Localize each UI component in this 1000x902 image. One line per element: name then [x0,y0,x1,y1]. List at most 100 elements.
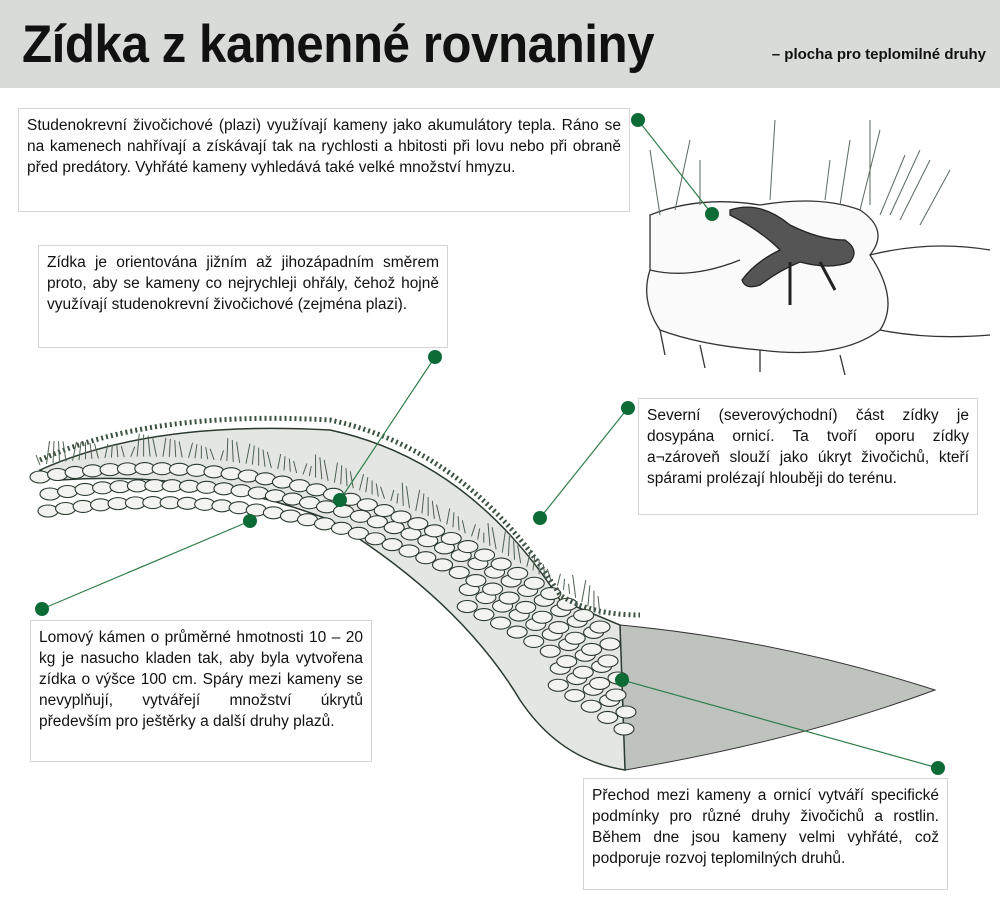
stone-wall-illustration [29,415,937,771]
stone [407,517,429,531]
annotation-stone: Lomový kámen o průměrné hmotnosti 10 – 2… [30,620,372,762]
stone [580,699,602,713]
stone [457,540,479,554]
grass-blade [396,493,399,504]
annotation-north-side: Severní (severovýchodní) část zídky je d… [638,398,978,515]
annotation-orientation: Zídka je orientována jižním až jihozápad… [38,245,448,348]
stone [548,620,570,635]
header-band: Zídka z kamenné rovnaniny – plocha pro t… [0,0,1000,88]
stone-slab-edges [869,245,991,338]
grass-blade [491,527,497,550]
stone-slab-edges [649,259,846,376]
grass-blade [251,445,255,465]
stone [373,504,395,518]
leader-line-north-side [539,407,629,519]
page-subtitle: – plocha pro teplomilné druhy [771,46,986,63]
marker-dot [621,401,635,415]
stone [589,620,611,634]
grass-blade [93,443,99,459]
grass-blade [581,580,587,603]
grass-blade [470,524,476,537]
grass-blade [556,573,561,586]
stone [473,608,495,622]
marker-dot [931,761,945,775]
stone [465,574,487,588]
stone [597,710,619,724]
stone [589,676,611,690]
grass-blade [421,493,425,514]
stone [556,654,578,669]
stone [356,498,378,512]
grass-blade [401,482,404,506]
grass-blade [151,436,157,457]
stone [507,566,529,580]
grass-blade [78,441,82,461]
grass-blade [136,433,140,457]
stone [605,688,627,702]
soil-area [620,625,935,770]
stone [39,487,61,501]
stone [398,544,420,558]
stone [498,591,520,605]
marker-dot [705,207,719,221]
stone [531,610,553,624]
stone [203,465,225,479]
stone [482,582,504,596]
grass-tufts [649,119,951,226]
lizard-body [729,206,855,288]
markers [35,113,945,775]
grass-blade [436,504,442,522]
grass-blade [293,460,298,474]
grass-blade [513,540,516,560]
grass-blade [266,451,272,468]
page-title: Zídka z kamenné rovnaniny [22,15,655,74]
stone [597,654,619,668]
stone [506,625,528,639]
stone [74,482,96,496]
grass-blade [194,444,198,459]
grass [35,433,601,616]
grass-blade [405,486,410,509]
grass-blade [532,554,536,571]
grass-blade [477,528,481,540]
stone [364,532,386,546]
marker-dot [615,673,629,687]
grass-blade [130,446,136,457]
stone [572,665,594,679]
stone [55,501,77,516]
grass-blade [52,441,55,464]
grass-blade [226,438,229,462]
grass-blade [349,471,354,489]
stone [29,470,51,484]
stone [581,642,603,656]
grass-blade [365,477,369,493]
stone [423,524,446,538]
marker-dot [428,350,442,364]
stone [90,498,112,512]
grass-blade [110,444,113,458]
grass-blade [147,435,151,457]
grass-blade [415,489,421,511]
lizard-legs [788,261,837,305]
grass-blade [35,454,41,466]
grass-blade [572,574,577,599]
grass-blade [168,438,171,457]
grass-blade [587,585,591,607]
grass-blade [58,441,61,463]
stone [523,576,545,590]
stone [547,678,569,692]
stone [330,521,353,535]
grass-blade [308,465,312,477]
stone [72,499,94,513]
stone [347,526,369,540]
grass-top [38,415,641,618]
grass-blade [452,512,455,528]
grass-blade [283,456,286,471]
grass-blade [245,443,251,464]
grass-blade [501,531,506,553]
stone [573,608,595,622]
stone [490,616,512,630]
grass-blade [178,441,183,458]
marker-dot [533,511,547,525]
